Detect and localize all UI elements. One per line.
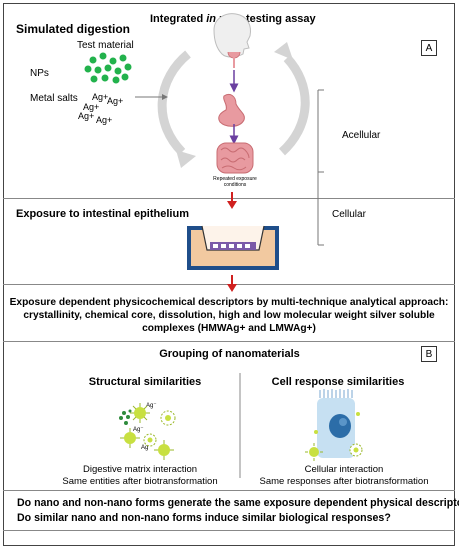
cycle-arc-left xyxy=(157,50,191,156)
nanoparticle-dot xyxy=(89,56,97,64)
ag-ion-label: Ag+ xyxy=(107,96,124,106)
cycle-arrows xyxy=(157,50,310,156)
ag-minus-label: Ag⁻ xyxy=(141,445,152,451)
grouping-title: Grouping of nanomaterials xyxy=(159,348,300,360)
nanoparticle-dot xyxy=(109,57,117,65)
ag-minus-label: Ag⁻ xyxy=(133,427,144,433)
coated-particle-icon xyxy=(160,410,176,426)
intestine-icon xyxy=(216,142,254,174)
figure-frame xyxy=(3,3,455,546)
nanoparticle-dot xyxy=(99,52,107,60)
descriptors-text: Exposure dependent physicochemical descr… xyxy=(9,297,449,334)
question-2: Do similar nano and non-nano forms induc… xyxy=(17,512,391,524)
nanoparticle-dot xyxy=(94,66,102,74)
ag-ion-label: Ag+ xyxy=(78,111,95,121)
ag-ion-label: Ag+ xyxy=(92,92,109,102)
cycle-arrowhead-right xyxy=(274,42,293,60)
divider xyxy=(3,490,455,491)
simulated-digestion-heading: Simulated digestion xyxy=(16,22,131,36)
red-arrow xyxy=(227,275,237,292)
nanoparticle-dot xyxy=(124,63,132,71)
structural-similarities-title: Structural similarities xyxy=(88,376,202,388)
cell-response-title: Cell response similarities xyxy=(271,376,405,388)
ag-ion-label: Ag+ xyxy=(96,115,113,125)
sun-particle-icon xyxy=(154,440,174,460)
acellular-label: Acellular xyxy=(342,130,381,141)
structural-caption: Digestive matrix interaction Same entiti… xyxy=(62,464,218,487)
cell-caption: Cellular interaction Same responses afte… xyxy=(259,464,429,487)
nanoparticle-dot xyxy=(119,54,127,62)
ag-minus-label: Ag⁻ xyxy=(146,403,157,409)
coated-particle-icon xyxy=(143,433,157,447)
cell-nucleus xyxy=(329,414,351,438)
cell-illustration xyxy=(305,389,363,461)
cycle-arrowhead-left xyxy=(176,150,196,168)
test-material-label: Test material xyxy=(77,40,134,51)
nanoparticle-dot xyxy=(121,73,129,81)
sun-particle-icon xyxy=(130,403,150,423)
ag-ion-label: Ag+ xyxy=(83,102,100,112)
transwell-insert-icon xyxy=(187,225,279,270)
nanoparticle-dot xyxy=(101,74,109,82)
divider xyxy=(3,341,455,342)
question-1: Do nano and non-nano forms generate the … xyxy=(17,497,459,509)
nanoparticle-dot xyxy=(90,75,98,83)
nanoparticle-dots xyxy=(84,52,132,84)
stomach-icon xyxy=(218,93,245,127)
cycle-arc-right xyxy=(278,54,310,156)
cellular-label: Cellular xyxy=(332,209,366,220)
metal-salts-label: Metal salts xyxy=(30,93,78,104)
head-icon xyxy=(213,13,251,68)
panel-b-label: B xyxy=(421,346,437,362)
nanoparticle-dot xyxy=(112,76,120,84)
nanoparticle-dot xyxy=(114,67,122,75)
nps-label: NPs xyxy=(30,68,49,79)
nanoparticle-dot xyxy=(104,64,112,72)
cluster-dots xyxy=(119,409,132,425)
nanoparticle-dot xyxy=(84,65,92,73)
divider xyxy=(3,530,455,531)
red-arrow xyxy=(227,192,237,209)
coated-particle-icon xyxy=(349,443,363,457)
sun-particle-icon xyxy=(120,428,140,448)
microvilli xyxy=(319,389,353,398)
panel-a-label: A xyxy=(421,40,437,56)
nanoparticle-interaction-illustration xyxy=(119,403,176,460)
divider xyxy=(3,198,455,199)
exposure-intestinal-heading: Exposure to intestinal epithelium xyxy=(16,208,189,220)
sun-particle-icon xyxy=(305,443,323,461)
bracket xyxy=(317,89,324,246)
